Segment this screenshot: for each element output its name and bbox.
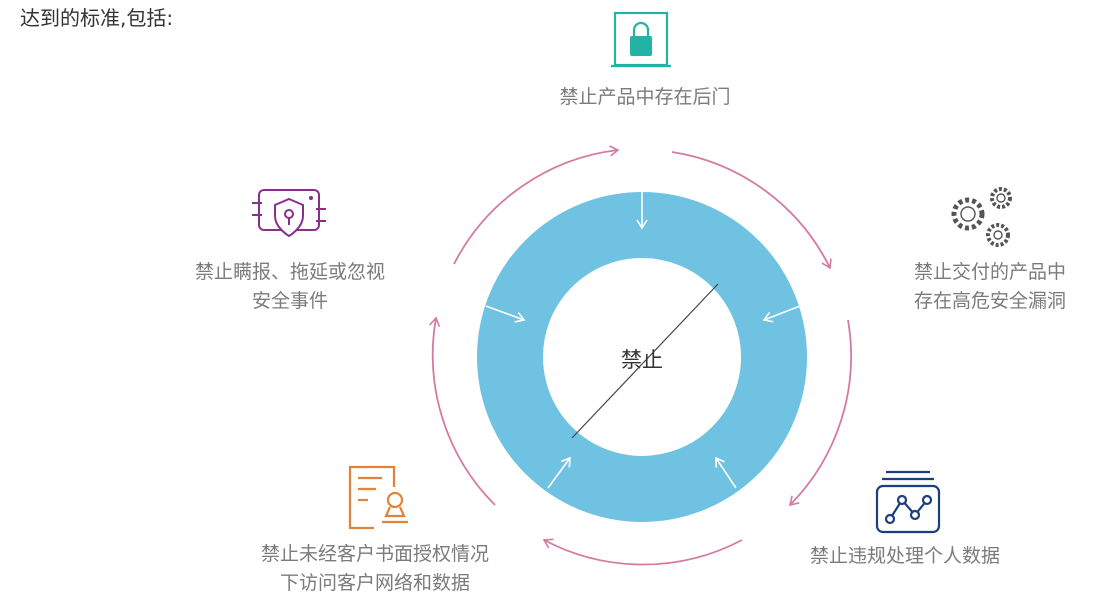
label-line: 下访问客户网络和数据 xyxy=(279,572,470,594)
shield-keyhole-icon xyxy=(252,189,326,238)
cycle-arrows xyxy=(429,145,852,566)
document-stamp-icon xyxy=(348,465,408,530)
inner-arrows xyxy=(485,192,801,489)
intro-text: 达到的标准,包括: xyxy=(20,6,174,30)
item-label-backdoor: 禁止产品中存在后门 xyxy=(520,83,770,112)
data-chart-icon xyxy=(875,470,941,534)
lock-screen-icon xyxy=(611,11,671,68)
label-line: 禁止瞒报、拖延或忽视 xyxy=(194,261,385,283)
label-line: 禁止产品中存在后门 xyxy=(559,86,731,108)
item-label-personal-data: 禁止违规处理个人数据 xyxy=(770,542,1040,571)
item-label-customer-network: 禁止未经客户书面授权情况 下访问客户网络和数据 xyxy=(225,540,525,598)
label-line: 存在高危安全漏洞 xyxy=(913,290,1066,312)
diagonal-divider xyxy=(571,283,719,439)
label-line: 安全事件 xyxy=(251,290,328,312)
label-line: 禁止未经客户书面授权情况 xyxy=(260,543,489,565)
label-line: 禁止交付的产品中 xyxy=(913,261,1066,283)
label-line: 禁止违规处理个人数据 xyxy=(809,545,1000,567)
center-label: 禁止 xyxy=(621,348,663,372)
gears-icon xyxy=(951,187,1012,247)
item-label-security-incident: 禁止瞒报、拖延或忽视 安全事件 xyxy=(160,258,420,316)
item-label-vulnerability: 禁止交付的产品中 存在高危安全漏洞 xyxy=(880,258,1100,316)
